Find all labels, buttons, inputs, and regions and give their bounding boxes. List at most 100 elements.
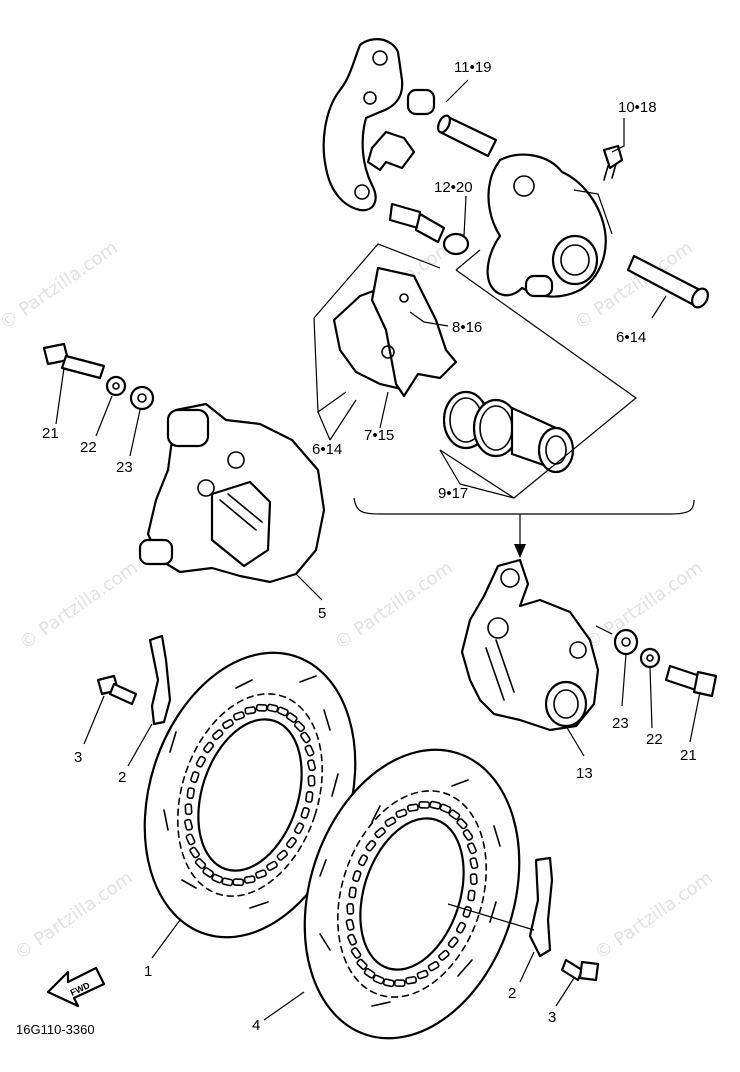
- disc-vent-slot: [307, 774, 316, 787]
- callout-21-left: 21: [42, 425, 59, 442]
- disc-vent-slot: [395, 808, 408, 819]
- left-caliper-assembly: [138, 402, 326, 584]
- disc-vent-slot: [243, 875, 256, 884]
- caliper-body-exploded: [486, 153, 607, 298]
- disc-vent-slot: [418, 800, 431, 809]
- disc-vent-slot: [190, 771, 200, 784]
- disc-vent-slot: [469, 873, 478, 885]
- disc-vent-slot: [405, 976, 418, 985]
- watermark: © Partzilla.com: [11, 867, 137, 964]
- disc-vent-slot: [365, 839, 377, 852]
- disc-vent-slot: [439, 803, 452, 814]
- disc-vent-slot: [429, 800, 442, 810]
- disc-vent-slot: [305, 790, 314, 803]
- slide-pin-lower: [388, 202, 470, 256]
- disc-vent-slot: [266, 703, 279, 713]
- callout-4: 4: [252, 1017, 260, 1034]
- disc-vent-slot: [347, 933, 358, 946]
- right-clip-bracket: [528, 856, 554, 958]
- disc-vent-slot: [350, 947, 362, 959]
- disc-vent-slot: [285, 836, 297, 849]
- callout-2-left: 2: [118, 769, 126, 786]
- disc-vent-slot: [244, 706, 257, 715]
- leader-lines: [55, 79, 701, 1021]
- disc-vent-slot: [462, 829, 474, 841]
- callout-6-14-top: 6•14: [616, 329, 646, 346]
- right-washer-flat: [613, 628, 639, 656]
- right-caliper-assembly: [460, 558, 600, 732]
- piston-seals: [442, 390, 520, 458]
- right-washer: [639, 647, 661, 669]
- callout-12-20: 12•20: [434, 179, 473, 196]
- disc-vent-slot: [184, 803, 193, 816]
- left-washer: [105, 375, 127, 397]
- right-brake-disc: [303, 748, 521, 1040]
- watermark: © Partzilla.com: [0, 237, 122, 334]
- disc-vent-slot: [345, 918, 355, 931]
- callout-5: 5: [318, 605, 326, 622]
- watermark: © Partzilla.com: [581, 557, 707, 654]
- disc-vent-slot: [348, 886, 357, 899]
- disc-vent-slot: [194, 857, 207, 870]
- disc-vent-slot: [222, 718, 234, 730]
- disc-vent-slot: [304, 744, 315, 757]
- disc-vent-slot: [466, 842, 477, 855]
- disc-vent-slot: [195, 755, 207, 768]
- disc-vent-slot: [469, 857, 479, 870]
- disc-vent-slot: [211, 873, 224, 884]
- callout-1: 1: [144, 963, 152, 980]
- brake-pads: [332, 266, 458, 398]
- disc-vent-slot: [186, 787, 195, 800]
- callout-22-left: 22: [80, 439, 97, 456]
- watermark: © Partzilla.com: [591, 867, 717, 964]
- disc-vent-slot: [255, 869, 267, 879]
- disc-vent-slot: [203, 741, 215, 754]
- disc-vent-slot: [233, 711, 245, 721]
- disc-vent-slot: [346, 903, 355, 915]
- callout-13: 13: [576, 765, 593, 782]
- disc-vent-slot: [382, 978, 395, 988]
- disc-vent-slot: [255, 703, 268, 712]
- callout-9-17: 9•17: [438, 485, 468, 502]
- disc-vent-slot: [356, 958, 368, 970]
- disc-vent-slot: [455, 921, 467, 934]
- callout-8-16: 8•16: [452, 319, 482, 336]
- callout-3-right: 3: [548, 1009, 556, 1026]
- callout-21-right: 21: [680, 747, 697, 764]
- watermark: © Partzilla.com: [16, 557, 142, 654]
- exploded-group-outline: [313, 243, 695, 558]
- disc-vent-slot: [467, 889, 476, 902]
- disc-vent-slot: [448, 809, 461, 821]
- disc-vent-slot: [293, 822, 305, 835]
- disc-vent-slot: [285, 712, 298, 723]
- right-bolt: [664, 664, 718, 698]
- disc-vent-slot: [406, 803, 419, 812]
- watermark: © Partzilla.com: [331, 557, 457, 654]
- disc-vent-slot: [211, 729, 224, 741]
- disc-vent-slot: [307, 759, 316, 772]
- disc-vent-slot: [300, 806, 310, 819]
- disc-vent-slot: [276, 706, 289, 717]
- disc-vent-slot: [266, 860, 278, 872]
- disc-vent-slot: [184, 818, 193, 831]
- disc-vent-slot: [232, 878, 245, 887]
- disc-vent-slot: [185, 833, 196, 846]
- callout-7-15: 7•15: [364, 427, 394, 444]
- callout-23-right: 23: [612, 715, 629, 732]
- disc-vent-slot: [352, 870, 362, 883]
- caliper-bolt-pin: [626, 254, 709, 309]
- callout-10-18: 10•18: [618, 99, 657, 116]
- disc-vent-slot: [300, 731, 311, 744]
- disc-vent-slot: [393, 979, 406, 988]
- bleed-screw: [602, 144, 624, 181]
- callout-6-14-pad: 6•14: [312, 441, 342, 458]
- disc-vent-slot: [357, 854, 369, 867]
- disc-vent-slot: [447, 936, 459, 949]
- disc-vent-slot: [384, 816, 397, 827]
- disc-vent-slot: [202, 867, 215, 878]
- disc-vent-slot: [363, 967, 376, 979]
- diagram-code: 16G110-3360: [16, 1022, 95, 1037]
- piston: [510, 406, 575, 474]
- callouts: 11•19 10•18 12•20 8•16 6•14 6•14 7•15 9•…: [42, 59, 697, 1034]
